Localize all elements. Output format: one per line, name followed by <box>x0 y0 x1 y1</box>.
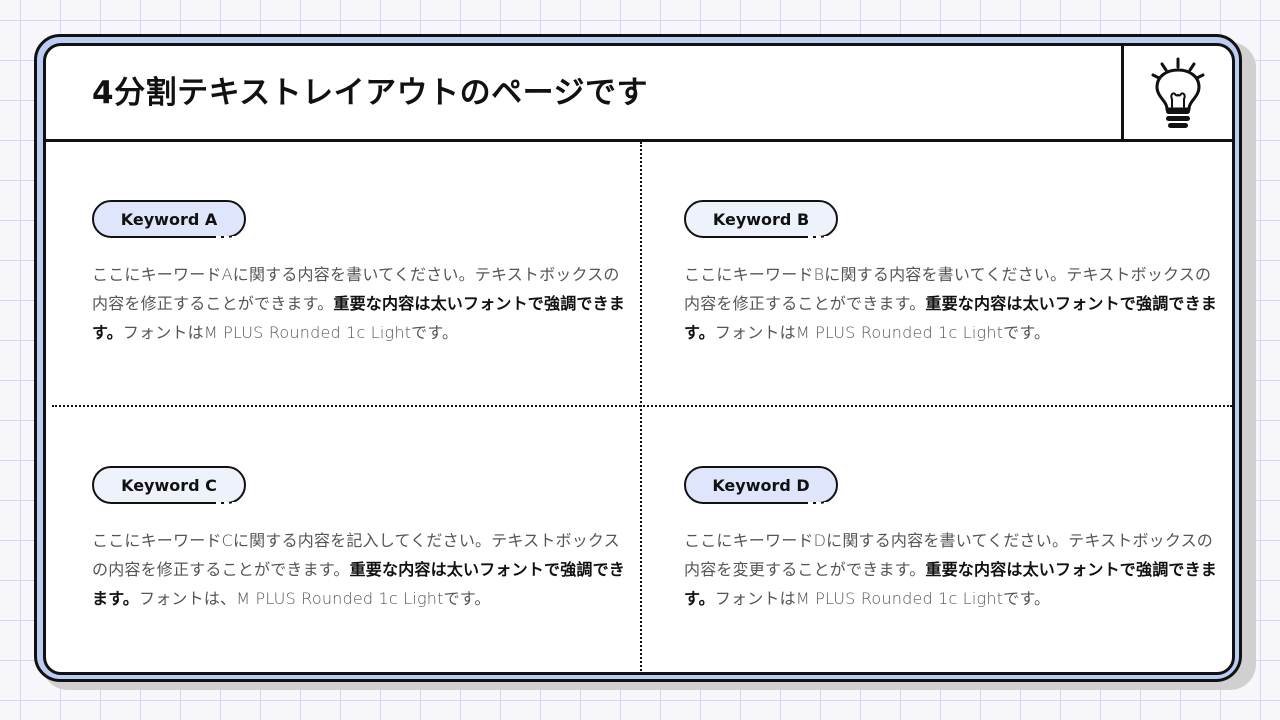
text-normal: ここにキーワードBに関する内容を書いてください。テキストボックスの内容を修正する… <box>684 265 1212 313</box>
slide-card: 4分割テキストレイアウトのページです <box>43 43 1235 675</box>
page-title: 4分割テキストレイアウトのページです <box>92 75 649 111</box>
quadrant-b-text[interactable]: ここにキーワードBに関する内容を書いてください。テキストボックスの内容を修正する… <box>684 260 1224 347</box>
pill-dash-decoration <box>216 502 236 505</box>
text-bold: 重要な内容は太いフォントで強調できます。 <box>684 294 1218 342</box>
text-normal: ここにキーワードDに関する内容を書いてください。テキストボックスの内容を変更する… <box>684 531 1214 579</box>
text-bold: 重要な内容は太いフォントで強調できます。 <box>92 560 626 608</box>
text-bold: 重要な内容は太いフォントで強調できます。 <box>684 560 1218 608</box>
pill-dash-decoration <box>808 236 828 239</box>
quadrant-a-text[interactable]: ここにキーワードAに関する内容を書いてください。テキストボックスの内容を修正する… <box>92 260 632 347</box>
slide-header: 4分割テキストレイアウトのページです <box>46 46 1232 142</box>
quadrant-b: Keyword B ここにキーワードBに関する内容を書いてください。テキストボッ… <box>684 200 1224 347</box>
header-icon-box <box>1121 46 1232 139</box>
quadrant-d-text[interactable]: ここにキーワードDに関する内容を書いてください。テキストボックスの内容を変更する… <box>684 526 1224 613</box>
keyword-b-pill[interactable]: Keyword B <box>684 200 838 239</box>
quadrant-a: Keyword A ここにキーワードAに関する内容を書いてください。テキストボッ… <box>92 200 632 347</box>
keyword-c-pill[interactable]: Keyword C <box>92 466 246 505</box>
keyword-label: Keyword C <box>121 475 217 495</box>
quadrant-c-text[interactable]: ここにキーワードCに関する内容を記入してください。テキストボックスの内容を修正す… <box>92 526 632 613</box>
pill-dash-decoration <box>808 502 828 505</box>
keyword-a-pill[interactable]: Keyword A <box>92 200 246 239</box>
text-normal: フォントは、M PLUS Rounded 1c Lightです。 <box>139 589 491 608</box>
keyword-d-pill[interactable]: Keyword D <box>684 466 838 505</box>
vertical-divider <box>640 142 642 672</box>
keyword-label: Keyword D <box>712 475 810 495</box>
text-normal: ここにキーワードCに関する内容を記入してください。テキストボックスの内容を修正す… <box>92 531 620 579</box>
text-normal: フォントはM PLUS Rounded 1c Lightです。 <box>714 323 1051 342</box>
quadrant-d: Keyword D ここにキーワードDに関する内容を書いてください。テキストボッ… <box>684 466 1224 613</box>
text-normal: フォントはM PLUS Rounded 1c Lightです。 <box>122 323 459 342</box>
horizontal-divider <box>52 405 1232 407</box>
pill-dash-decoration <box>216 236 236 239</box>
text-normal: フォントはM PLUS Rounded 1c Lightです。 <box>714 589 1051 608</box>
keyword-label: Keyword A <box>120 209 218 229</box>
text-bold: 重要な内容は太いフォントで強調できます。 <box>92 294 626 342</box>
lightbulb-icon <box>1151 57 1205 128</box>
quadrant-c: Keyword C ここにキーワードCに関する内容を記入してください。テキストボ… <box>92 466 632 613</box>
keyword-label: Keyword B <box>712 209 810 229</box>
text-normal: ここにキーワードAに関する内容を書いてください。テキストボックスの内容を修正する… <box>92 265 620 313</box>
